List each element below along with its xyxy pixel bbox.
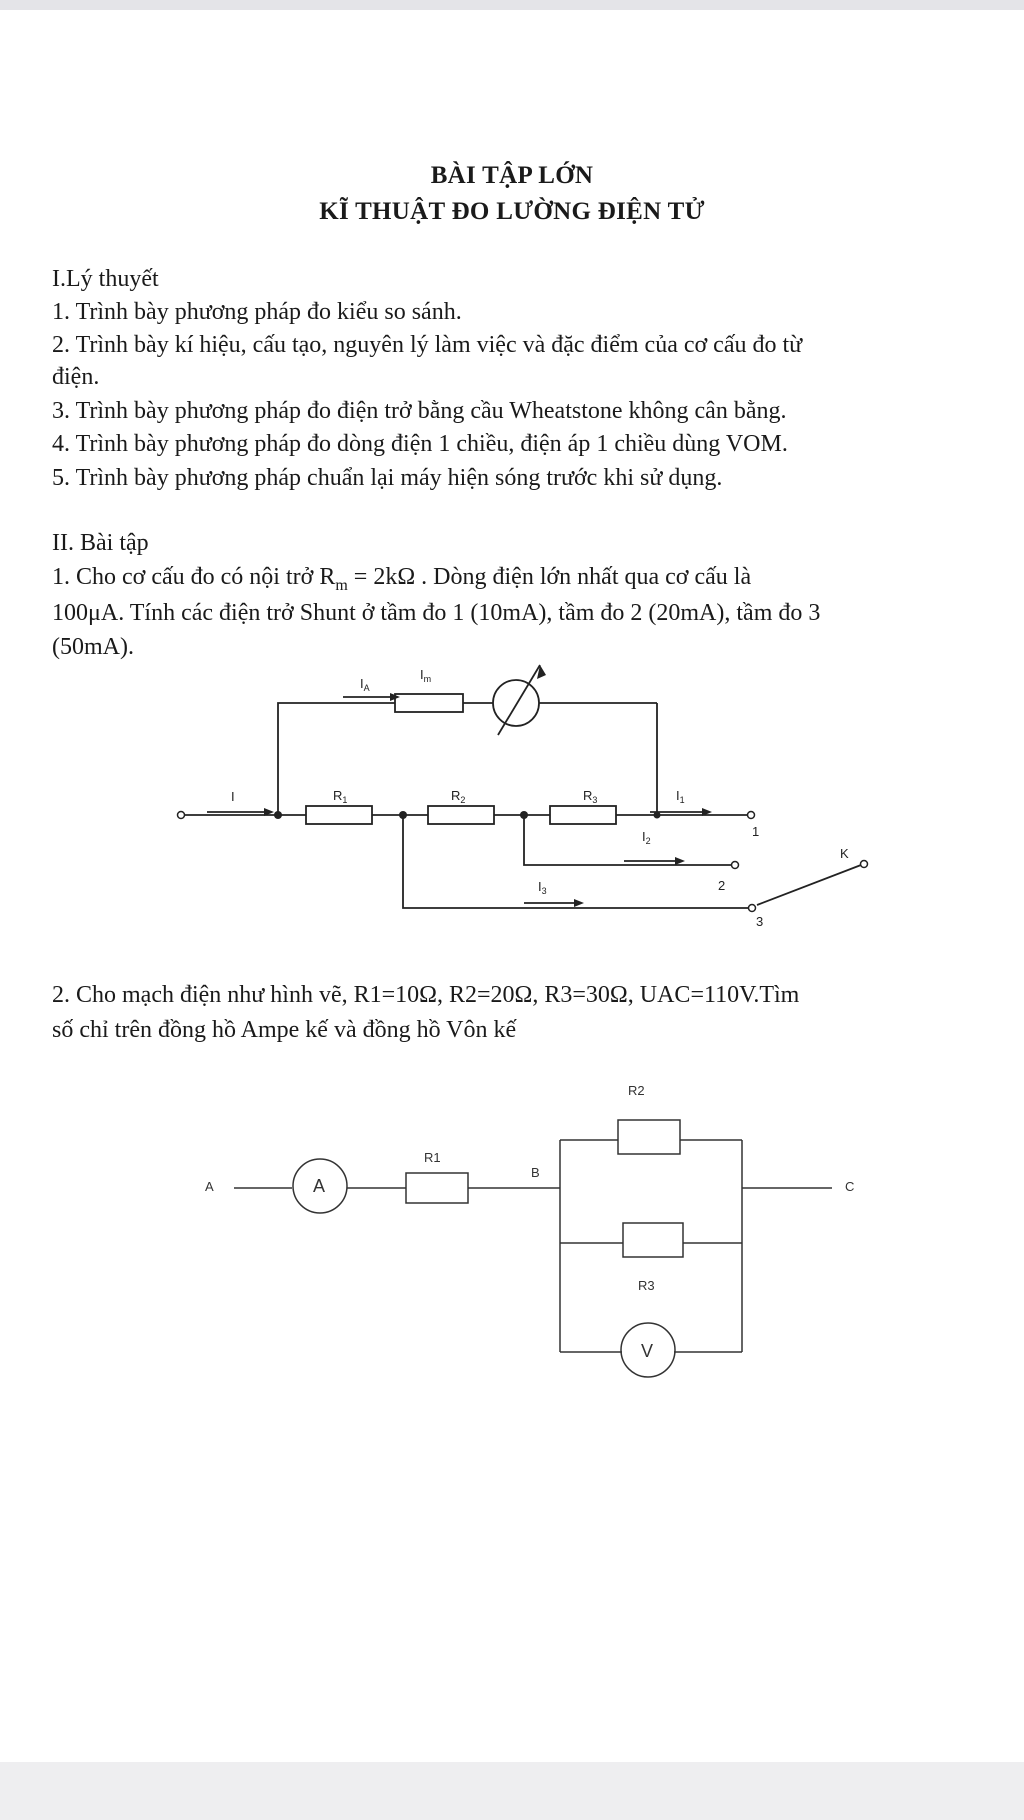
bottom-bar [0, 1762, 1024, 1820]
terminal-3-label: 3 [756, 914, 763, 929]
ammeter-label: A [313, 1176, 325, 1196]
label-I2: I2 [642, 829, 651, 846]
node-A-label: A [205, 1179, 214, 1194]
R3-label: R3 [638, 1278, 655, 1293]
theory-item-2: 2. Trình bày kí hiệu, cấu tạo, nguyên lý… [52, 332, 803, 358]
exercise-1-line-1: 1. Cho cơ cấu đo có nội trở Rm = 2kΩ . D… [52, 564, 752, 594]
exercise-2-line-1: 2. Cho mạch điện như hình vẽ, R1=10Ω, R2… [52, 982, 800, 1008]
exercise-1-line-3: (50mA). [52, 634, 134, 660]
top-bar [0, 0, 1024, 10]
exercise-heading: II. Bài tập [52, 530, 149, 556]
theory-item-2-cont: điện. [52, 364, 100, 390]
doc-title: BÀI TẬP LỚN [430, 162, 594, 189]
R1-label: R1 [424, 1150, 441, 1165]
label-switch-K: K [840, 846, 849, 861]
ammeter [292, 1158, 348, 1214]
label-R1: R1 [333, 788, 347, 805]
exercise-2-line-2: số chỉ trên đồng hồ Ampe kế và đồng hồ V… [52, 1017, 517, 1043]
label-R3: R3 [583, 788, 597, 805]
label-Im: Im [420, 667, 431, 684]
label-I: I [231, 789, 235, 804]
node-C-label: C [845, 1179, 854, 1194]
theory-heading: I.Lý thuyết [52, 266, 159, 292]
galvanometer [492, 679, 540, 727]
label-IA: IA [360, 676, 370, 693]
theory-item-1: 1. Trình bày phương pháp đo kiểu so sánh… [52, 299, 462, 325]
label-R2: R2 [451, 788, 465, 805]
terminal-1-label: 1 [752, 824, 759, 839]
theory-item-5: 5. Trình bày phương pháp chuẩn lại máy h… [52, 465, 723, 491]
theory-item-4: 4. Trình bày phương pháp đo dòng điện 1 … [52, 431, 788, 457]
exercise-1-line-2: 100μA. Tính các điện trở Shunt ở tầm đo … [52, 600, 821, 626]
voltmeter-label: V [641, 1341, 653, 1361]
label-I1: I1 [676, 788, 685, 805]
doc-subtitle: KĨ THUẬT ĐO LƯỜNG ĐIỆN TỬ [319, 198, 705, 225]
terminal-2-label: 2 [718, 878, 725, 893]
voltmeter [620, 1322, 676, 1378]
node-B-label: B [531, 1165, 540, 1180]
theory-item-3: 3. Trình bày phương pháp đo điện trở bằn… [52, 398, 787, 424]
R2-label: R2 [628, 1083, 645, 1098]
label-I3: I3 [538, 879, 547, 896]
